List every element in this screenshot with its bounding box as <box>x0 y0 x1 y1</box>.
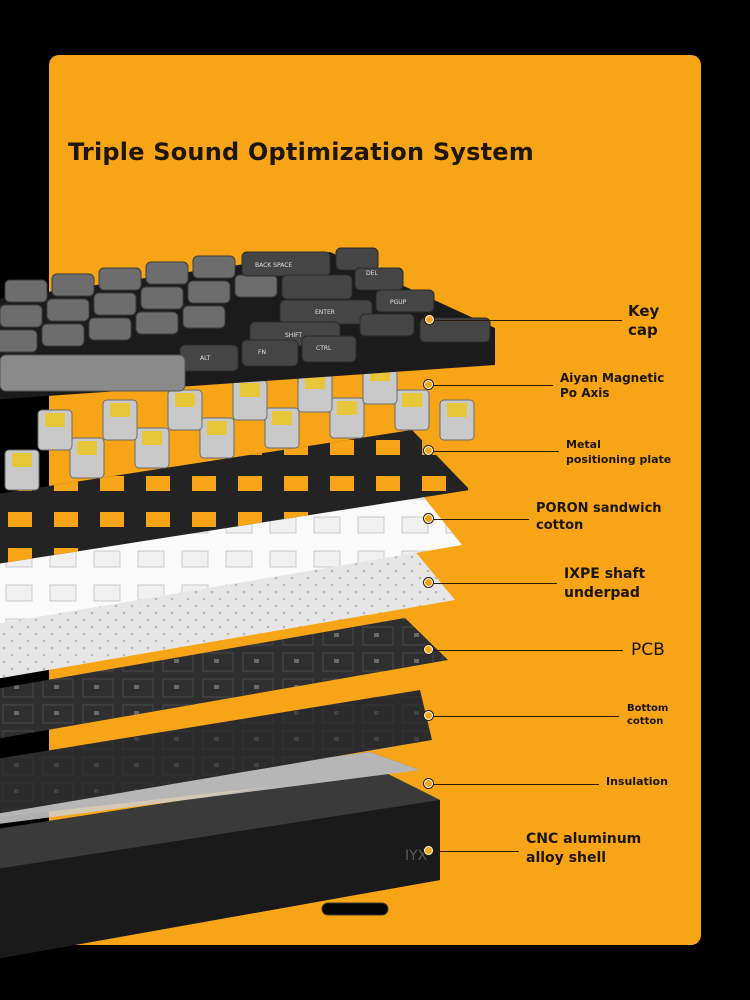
magnetic-switch-row <box>4 363 475 491</box>
switch-marker <box>424 380 433 389</box>
keycap-legend: FN <box>258 349 266 356</box>
bottom-cotton-layer <box>0 690 432 814</box>
shell-leader-line <box>433 851 519 852</box>
pcb-layer <box>0 618 448 739</box>
keycap-marker <box>425 315 434 324</box>
keycap-legend: PGUP <box>390 299 407 306</box>
ixpe-marker <box>424 578 433 587</box>
keycap-legend: SHIFT <box>285 332 302 339</box>
bottom-cotton-marker <box>424 711 433 720</box>
page-title: Triple Sound Optimization System <box>68 138 534 166</box>
insulation-marker <box>424 779 433 788</box>
poron-cotton-layer <box>0 480 462 624</box>
plate-leader-line <box>433 451 559 452</box>
shell-marker <box>424 846 433 855</box>
poron-marker <box>424 514 433 523</box>
keycap-leader-line <box>434 320 622 321</box>
keycap-layer: BACK SPACE DEL PGUP ENTER SHIFT ALT FN C… <box>0 247 495 400</box>
keycap-legend: ALT <box>200 355 211 362</box>
switch-leader-line <box>433 385 553 386</box>
ixpe-leader-line <box>433 583 557 584</box>
ixpe-underpad-layer <box>0 545 455 679</box>
poron-leader-line <box>433 519 529 520</box>
metal-plate-layer <box>0 430 470 564</box>
plate-marker <box>424 446 433 455</box>
label-insulation: Insulation <box>606 775 668 788</box>
insulation-leader-line <box>433 784 599 785</box>
keycap-legend: DEL <box>366 270 378 277</box>
bottom-cotton-leader-line <box>433 716 619 717</box>
label-pcb: PCB <box>631 640 665 660</box>
keycap-legend: ENTER <box>315 309 335 316</box>
shell-logo: IYX <box>405 848 428 864</box>
pcb-marker <box>424 645 433 654</box>
pcb-leader-line <box>433 650 623 651</box>
keycap-legend: BACK SPACE <box>255 262 292 269</box>
keycap-legend: CTRL <box>316 345 332 352</box>
